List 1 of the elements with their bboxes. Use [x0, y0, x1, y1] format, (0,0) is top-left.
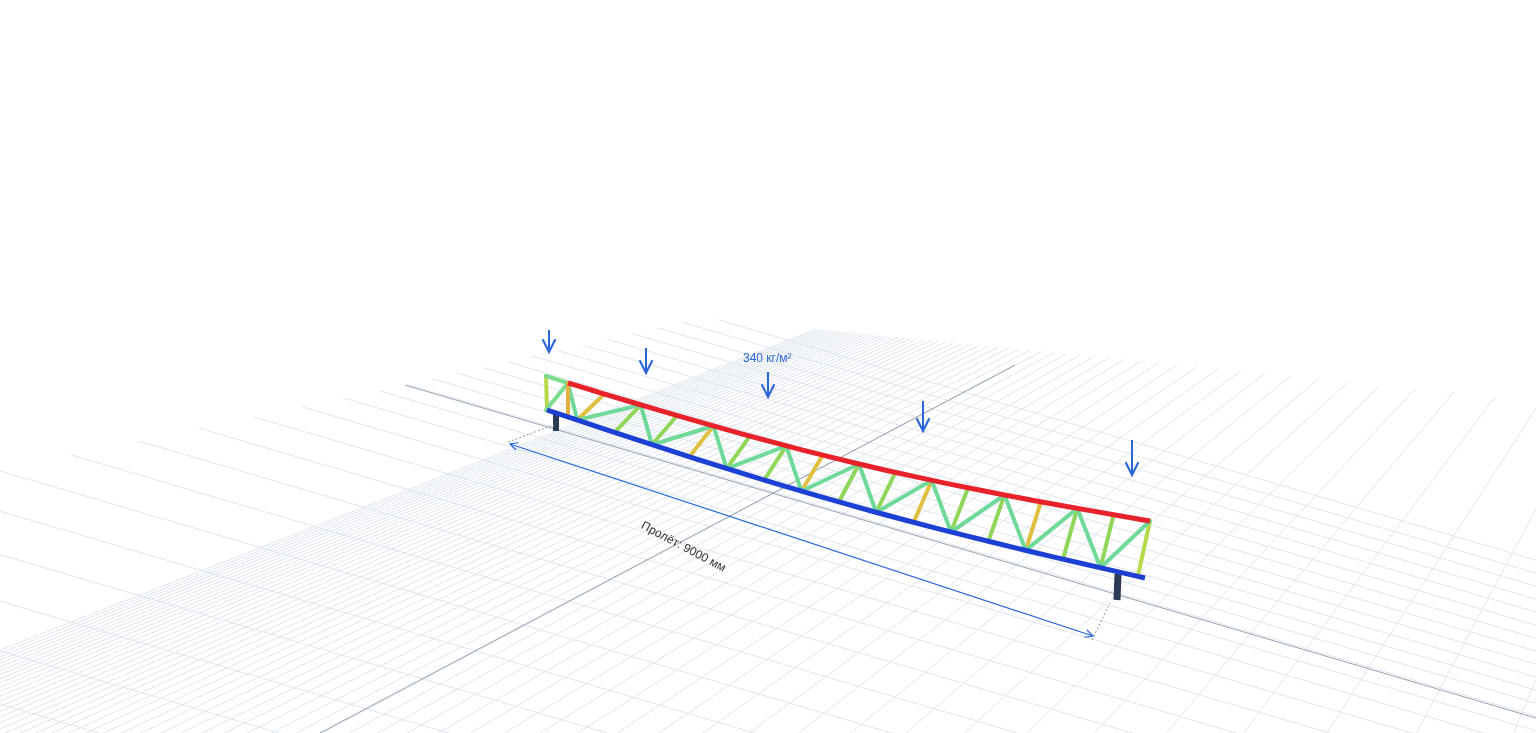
load-label: 340 кг/м² — [743, 352, 792, 364]
